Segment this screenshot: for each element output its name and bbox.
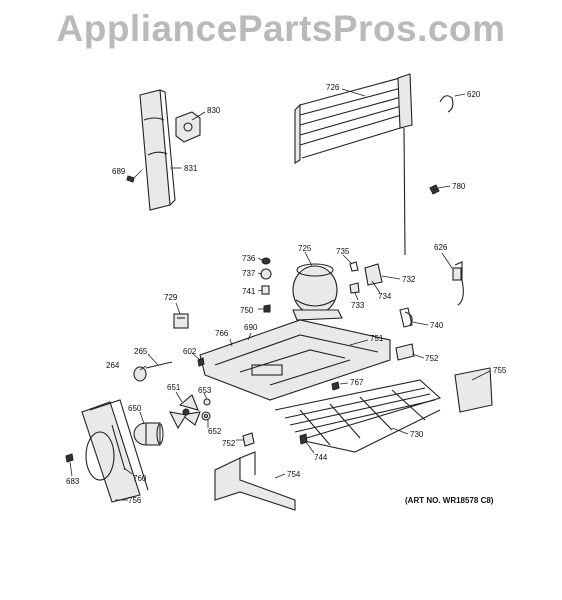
bracket-755[interactable] <box>454 367 493 413</box>
label-725: 725 <box>298 244 312 253</box>
fan-651[interactable] <box>169 394 201 430</box>
clip-744[interactable] <box>299 433 308 445</box>
label-752-right: 752 <box>425 354 439 363</box>
label-690: 690 <box>244 323 258 332</box>
label-265: 265 <box>134 347 148 356</box>
motor-650[interactable] <box>133 422 164 446</box>
label-766: 766 <box>215 329 229 338</box>
overload-733[interactable] <box>349 282 360 294</box>
bracket-740[interactable] <box>399 307 413 328</box>
label-730: 730 <box>410 430 424 439</box>
clip-735[interactable] <box>349 261 359 272</box>
coil-730[interactable] <box>274 379 442 453</box>
label-726: 726 <box>326 83 340 92</box>
panel-754[interactable] <box>214 451 296 511</box>
screw-689[interactable] <box>126 175 135 183</box>
label-733: 733 <box>351 301 365 310</box>
bracket-752-right[interactable] <box>395 343 415 361</box>
label-756: 756 <box>128 496 142 505</box>
label-780: 780 <box>452 182 466 191</box>
label-264: 264 <box>106 361 120 370</box>
label-737: 737 <box>242 269 256 278</box>
nut-653[interactable] <box>203 398 211 406</box>
label-741: 741 <box>242 287 256 296</box>
cord-626[interactable] <box>452 261 464 306</box>
damper-830[interactable] <box>175 111 201 143</box>
relay-732[interactable] <box>364 263 383 286</box>
label-732: 732 <box>402 275 416 284</box>
label-767: 767 <box>350 378 364 387</box>
clip-780[interactable] <box>429 184 440 195</box>
label-626: 626 <box>434 243 448 252</box>
leader-lines <box>69 88 491 501</box>
label-830: 830 <box>207 106 221 115</box>
label-652: 652 <box>208 427 222 436</box>
washer-652[interactable] <box>201 411 211 421</box>
shroud-756[interactable] <box>81 399 149 503</box>
art-number: (ART NO. WR18578 C8) <box>405 496 494 505</box>
part-labels: 830 689 831 726 620 780 725 735 736 737 … <box>66 83 507 505</box>
bracket-760[interactable] <box>111 424 126 471</box>
label-689: 689 <box>112 167 126 176</box>
capacitor-729[interactable] <box>173 313 189 329</box>
drain-264[interactable] <box>133 366 147 382</box>
label-750: 750 <box>240 306 254 315</box>
sleeve-741[interactable] <box>261 285 270 295</box>
watermark-text: AppliancePartsPros.com <box>56 8 506 49</box>
grommet-736[interactable] <box>261 257 271 265</box>
label-653: 653 <box>198 386 212 395</box>
label-683: 683 <box>66 477 80 486</box>
label-602: 602 <box>183 347 197 356</box>
channel-831[interactable] <box>139 89 176 211</box>
label-650: 650 <box>128 404 142 413</box>
label-760: 760 <box>133 474 147 483</box>
label-729: 729 <box>164 293 178 302</box>
screw-683[interactable] <box>65 453 74 463</box>
tube-265[interactable] <box>145 361 173 369</box>
label-734: 734 <box>378 292 392 301</box>
label-744: 744 <box>314 453 328 462</box>
condenser-726[interactable] <box>294 73 413 256</box>
clip-767[interactable] <box>331 381 340 391</box>
label-755: 755 <box>493 366 507 375</box>
label-735: 735 <box>336 247 350 256</box>
compressor-725[interactable] <box>292 263 343 321</box>
clip-750[interactable] <box>263 304 271 313</box>
label-831: 831 <box>184 164 198 173</box>
tube-620[interactable] <box>439 95 454 113</box>
baseplate-751[interactable] <box>199 319 391 401</box>
label-754: 754 <box>287 470 301 479</box>
label-752-lower: 752 <box>222 439 236 448</box>
label-651: 651 <box>167 383 181 392</box>
label-751: 751 <box>370 334 384 343</box>
bracket-752-lower[interactable] <box>242 432 255 447</box>
grommet-737[interactable] <box>260 268 272 280</box>
label-740: 740 <box>430 321 444 330</box>
label-736: 736 <box>242 254 256 263</box>
label-620: 620 <box>467 90 481 99</box>
